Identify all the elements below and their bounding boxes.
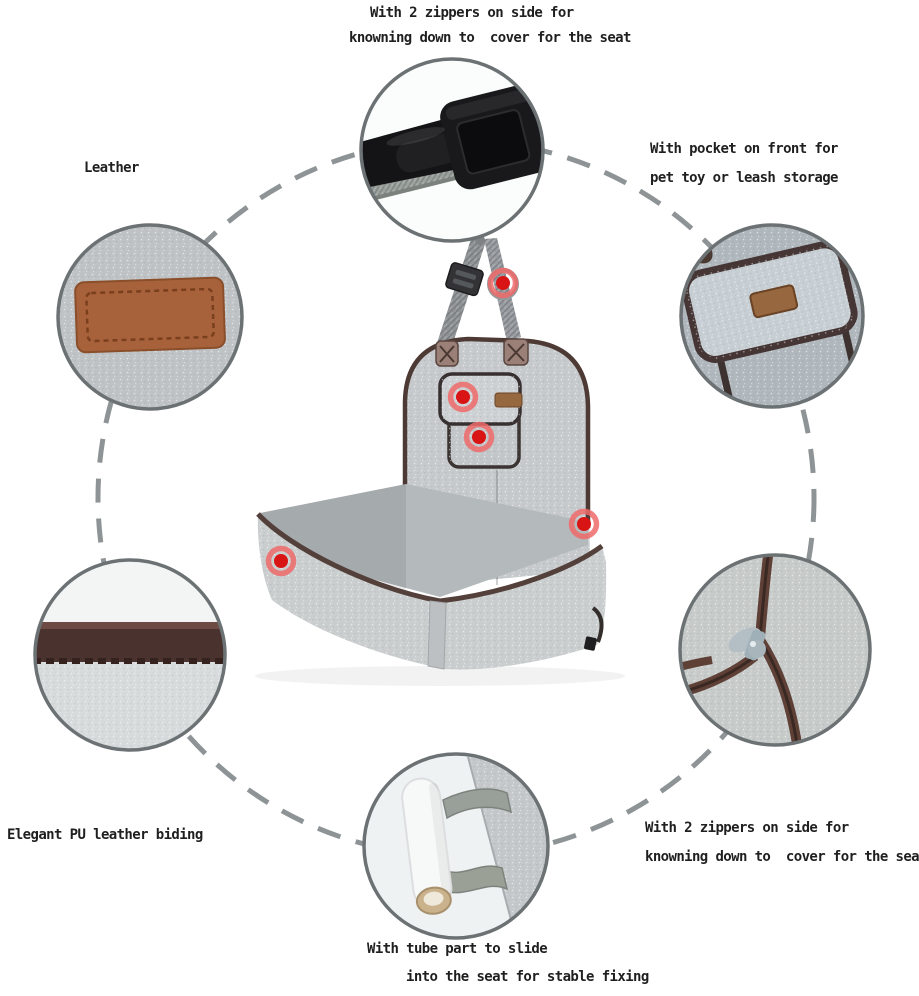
base-rim-binding [256, 512, 604, 604]
side-zipper-closeup [678, 553, 872, 747]
callout-ring [362, 752, 550, 940]
leather-patch [74, 276, 226, 354]
tube-strap-bottom [437, 865, 509, 894]
label-front-pocket-line2: pet toy or leash storage [650, 170, 838, 186]
marker-right-zipper [568, 508, 600, 540]
tube-handle-closeup [362, 752, 550, 940]
front-pocket-closeup [679, 223, 865, 409]
tube-strap-top [442, 788, 513, 820]
strap-buckle-closeup [359, 57, 545, 243]
marker-pocket-body [463, 421, 495, 453]
label-top-zippers-line2: knowning down to cover for the seat [349, 30, 631, 46]
feature-markers [265, 267, 600, 577]
label-front-pocket-line1: With pocket on front for [650, 141, 838, 157]
strap-grommet-right [503, 338, 529, 366]
strap-grommet-left [435, 340, 459, 367]
label-side-zippers-line2: knowning down to cover for the seat [645, 849, 919, 865]
leather-patch-closeup [56, 223, 244, 411]
seat-base [255, 484, 625, 686]
callout-ring [678, 553, 872, 747]
label-side-zippers-line1: With 2 zippers on side for [645, 820, 849, 836]
zipper-pull-cluster [728, 627, 766, 661]
strap-adjuster [445, 262, 484, 297]
callout-ring [33, 558, 227, 752]
callout-ring [359, 57, 545, 243]
marker-pocket-flap [447, 381, 479, 413]
tube-sleeve-strap [427, 600, 447, 670]
pu-leather-binding-closeup [33, 558, 227, 752]
pet-seat-product-photo [255, 235, 625, 686]
label-tube-fixing-line2: into the seat for stable fixing [406, 969, 649, 985]
label-tube-fixing-line1: With tube part to slide [367, 941, 548, 957]
leather-tag [749, 284, 799, 319]
backrest-binding [402, 336, 591, 528]
side-elastic-cord [591, 606, 604, 643]
headrest-strap [437, 235, 521, 346]
callout-ring [679, 223, 865, 409]
marker-left-corner [265, 545, 297, 577]
label-top-zippers-line1: With 2 zippers on side for [370, 5, 574, 21]
leather-tag [494, 392, 523, 408]
label-pu-leather: Elegant PU leather biding [7, 827, 203, 843]
marker-strap [487, 267, 519, 299]
slide-in-tube [401, 777, 453, 915]
callout-ring [56, 223, 244, 411]
zipper-binding-strips [680, 555, 802, 745]
label-leather: Leather [84, 160, 139, 176]
